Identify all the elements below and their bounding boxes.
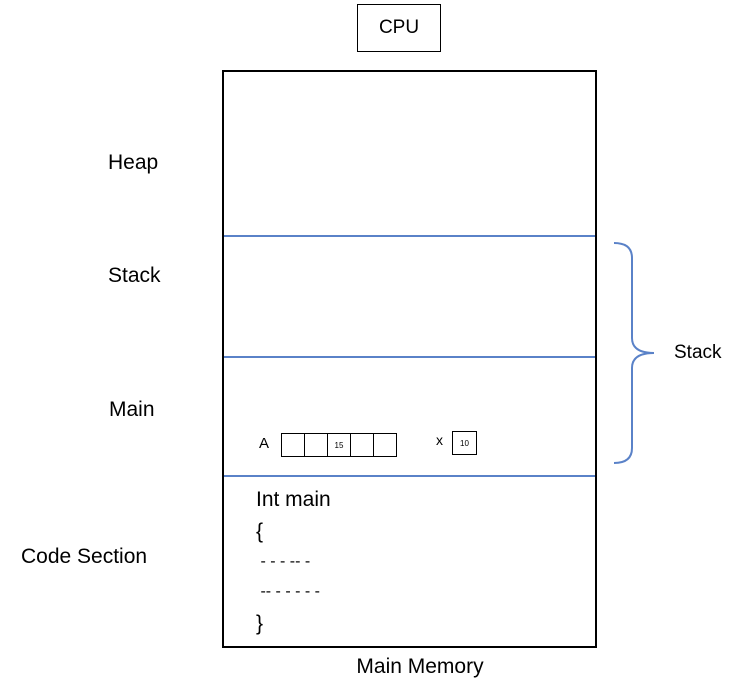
code-line: Int main	[256, 488, 331, 511]
code-line: {	[256, 520, 264, 543]
array-a: 15	[281, 433, 397, 457]
code-line: -- - - - - -	[256, 583, 320, 600]
array-cell	[350, 433, 374, 457]
array-cell	[281, 433, 305, 457]
var-x-value: 10	[460, 438, 469, 448]
stack-brace	[613, 242, 655, 464]
stack-main-divider	[224, 356, 595, 358]
code-line: }	[256, 612, 264, 635]
var-x-box: 10	[452, 431, 477, 455]
cpu-box: CPU	[357, 4, 441, 52]
array-a-label: A	[259, 435, 270, 452]
cpu-label: CPU	[378, 17, 420, 38]
array-cell	[373, 433, 397, 457]
main-memory-caption: Main Memory	[356, 655, 484, 678]
array-cell	[304, 433, 328, 457]
var-x-label: x	[436, 432, 443, 448]
stack-label: Stack	[108, 264, 161, 287]
main-label: Main	[109, 398, 155, 421]
array-cell: 15	[327, 433, 351, 457]
heap-label: Heap	[108, 151, 159, 174]
main-memory-box	[222, 70, 597, 648]
stack-brace-label: Stack	[674, 342, 722, 363]
code-section-label: Code Section	[21, 545, 148, 568]
code-line: - - - -- -	[256, 553, 311, 570]
main-code-divider	[224, 475, 595, 477]
heap-stack-divider	[224, 235, 595, 237]
